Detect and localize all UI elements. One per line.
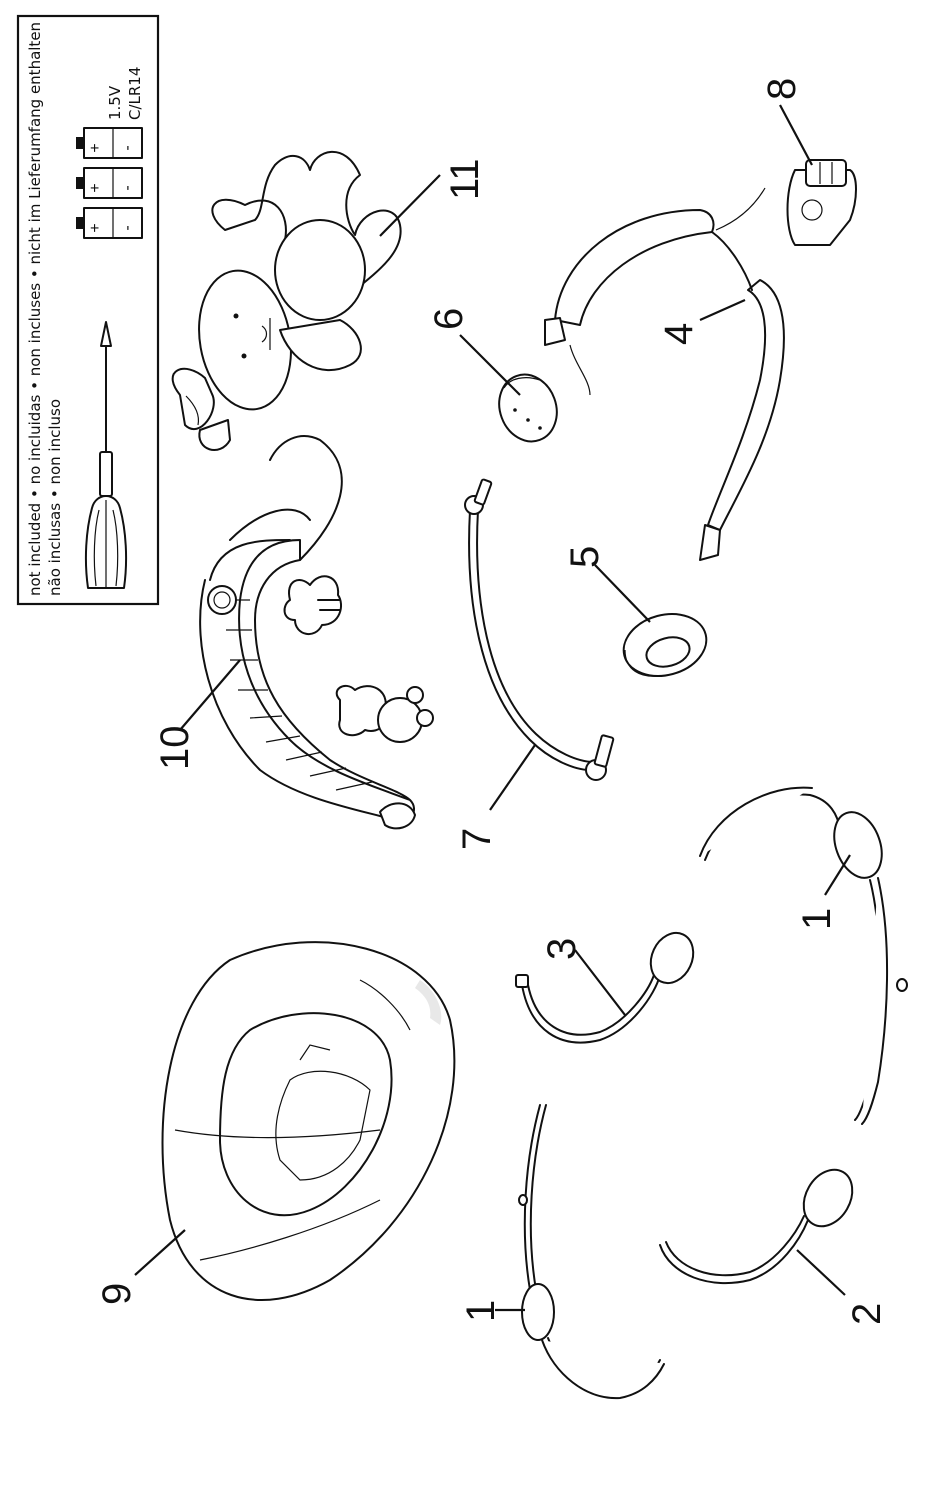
callout-1-left: 1 xyxy=(459,1300,503,1322)
callout-1-right: 1 xyxy=(795,908,839,930)
battery-minus: - xyxy=(119,225,136,230)
battery-minus: - xyxy=(119,145,136,150)
battery-voltage: 1.5V xyxy=(106,85,124,120)
battery-plus: + xyxy=(87,183,104,192)
part-8-control-unit xyxy=(788,160,857,245)
battery-plus: + xyxy=(87,143,104,152)
callout-10: 10 xyxy=(153,726,197,771)
battery-icon: + - xyxy=(76,208,142,238)
part-5-hub xyxy=(617,605,714,685)
part-1-leg-right xyxy=(700,788,907,1124)
callout-8: 8 xyxy=(760,78,804,100)
not-included-box: not included • no incluidas • non inclus… xyxy=(18,16,158,604)
part-10-toy-bar xyxy=(200,436,433,828)
part-11-bunny-pad xyxy=(173,152,401,450)
part-4-base-frame xyxy=(545,188,784,560)
callout-4: 4 xyxy=(657,323,701,345)
not-included-text-2: não inclusas • non incluso xyxy=(46,399,64,596)
callout-7: 7 xyxy=(455,828,499,850)
part-1-leg-left xyxy=(519,1105,664,1398)
part-2-leg xyxy=(660,1161,862,1283)
part-6-knob xyxy=(490,366,566,449)
callout-2: 2 xyxy=(845,1303,889,1325)
not-included-text: not included • no incluidas • non inclus… xyxy=(26,22,44,596)
callout-6: 6 xyxy=(427,308,471,330)
battery-icon: + - xyxy=(76,168,142,198)
callout-11: 11 xyxy=(443,158,487,200)
battery-type: C/LR14 xyxy=(126,67,144,120)
callout-3: 3 xyxy=(540,938,584,960)
battery-icon: + - xyxy=(76,128,142,158)
callout-5: 5 xyxy=(563,546,607,568)
part-9-seat-pad xyxy=(163,942,455,1300)
battery-minus: - xyxy=(119,185,136,190)
battery-plus: + xyxy=(87,223,104,232)
part-7-rear-leg xyxy=(465,479,614,780)
callout-9: 9 xyxy=(95,1283,139,1305)
